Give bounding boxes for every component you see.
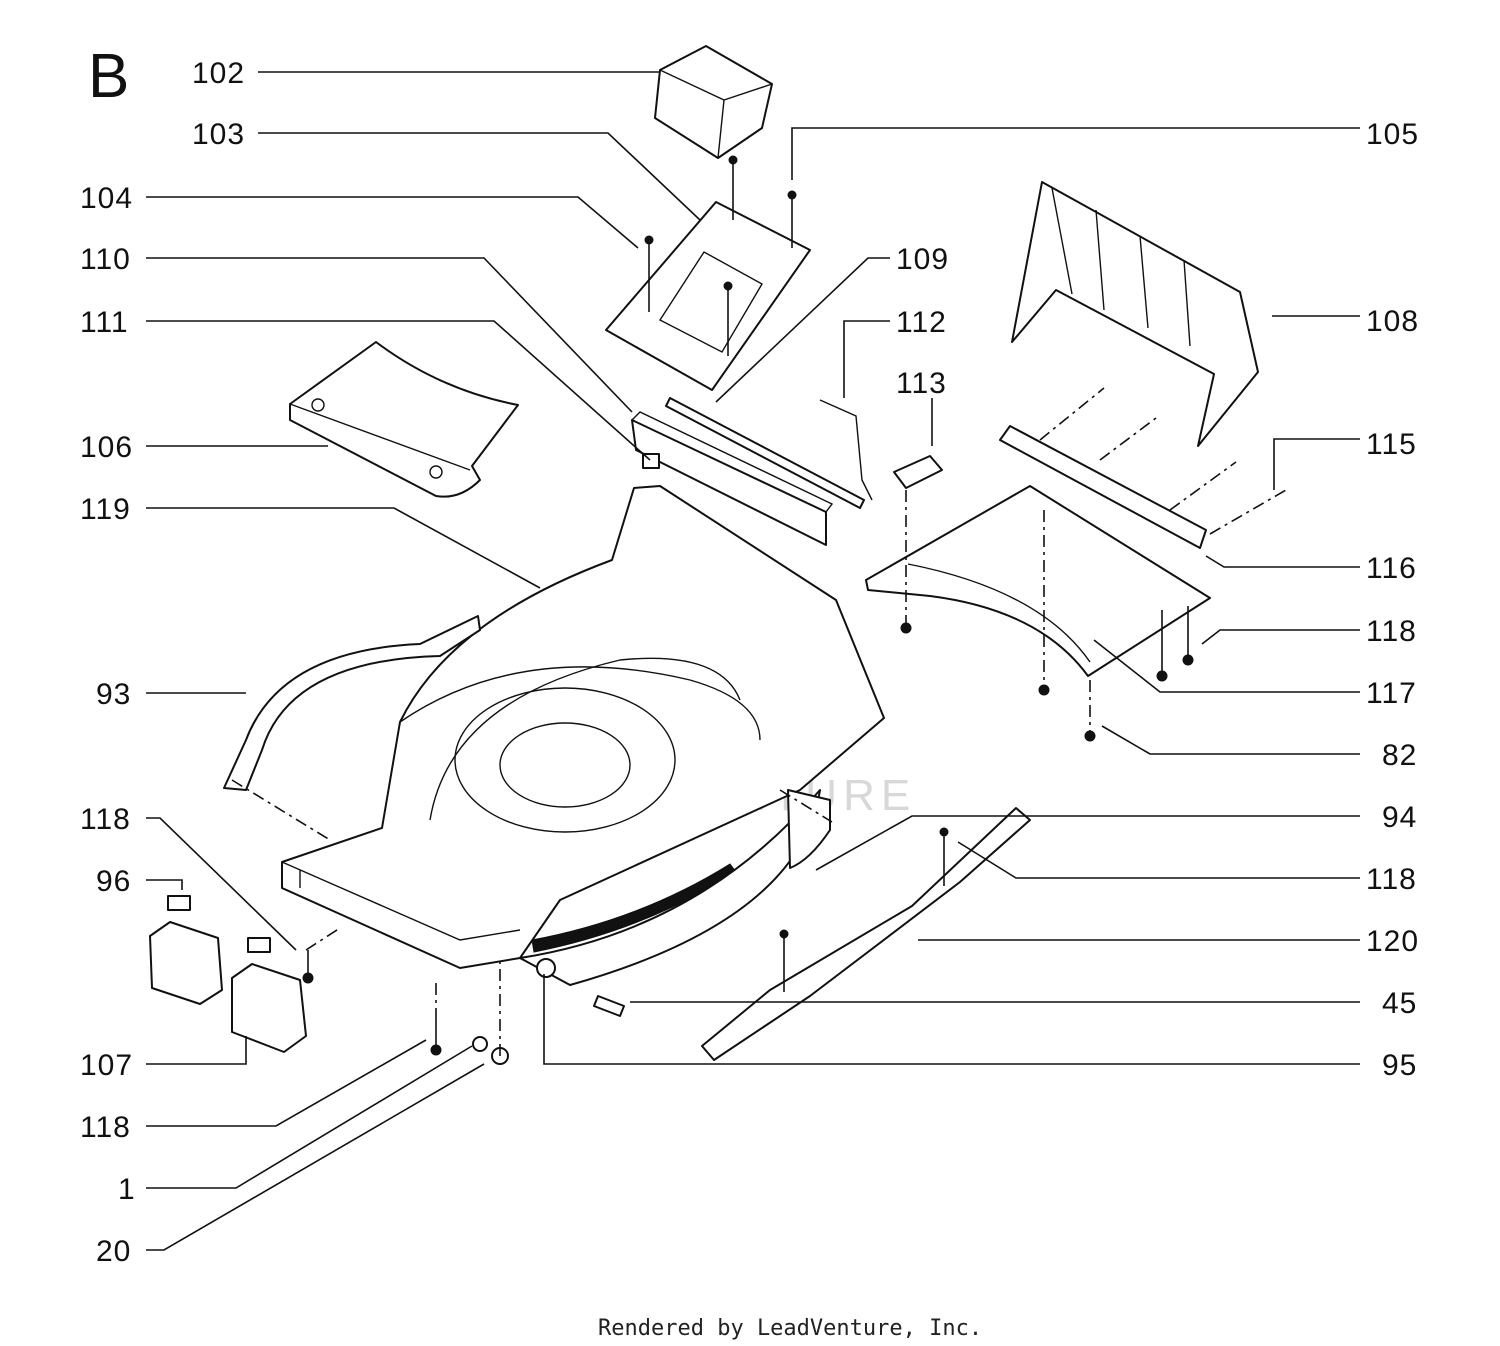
callout-119: 119 [80, 493, 131, 526]
callout-94: 94 [1382, 801, 1417, 834]
callout-110: 110 [80, 243, 131, 276]
part-116-strip [999, 425, 1207, 549]
callout-113: 113 [896, 367, 947, 400]
callout-106: 106 [80, 431, 133, 464]
part-105-screws [728, 155, 797, 248]
callout-105: 105 [1366, 118, 1419, 151]
callout-115: 115 [1366, 428, 1417, 461]
callout-118-left-top: 118 [80, 803, 131, 836]
part-119-deck [281, 485, 885, 986]
part-112-spring [819, 399, 873, 501]
part-109-rod [665, 397, 865, 509]
callout-118-right-top: 118 [1366, 615, 1417, 648]
callout-117: 117 [1366, 677, 1417, 710]
callout-112: 112 [896, 306, 947, 339]
section-letter: B [88, 42, 129, 111]
part-hardware-deck [302, 950, 625, 1065]
part-107-covers [149, 921, 307, 1053]
part-115-pins [1039, 387, 1287, 535]
callout-102: 102 [192, 57, 245, 90]
callout-82: 82 [1382, 739, 1417, 772]
callout-116: 116 [1366, 552, 1417, 585]
callout-107: 107 [80, 1049, 133, 1082]
callout-120: 120 [1366, 925, 1419, 958]
part-chute-screws [900, 490, 1194, 742]
callout-108: 108 [1366, 305, 1419, 338]
part-93-flap [223, 615, 481, 791]
callout-111: 111 [80, 306, 129, 339]
callout-96: 96 [96, 865, 131, 898]
footer-credit: Rendered by LeadVenture, Inc. [598, 1316, 982, 1341]
part-120-blade [701, 807, 1031, 1061]
part-113-bracket [893, 455, 943, 489]
part-103-bracket [605, 201, 811, 391]
callout-20: 20 [96, 1235, 131, 1268]
part-110-rail [631, 411, 834, 546]
callout-1: 1 [118, 1173, 136, 1206]
callout-93: 93 [96, 678, 131, 711]
callout-labels: 102 103 104 110 111 106 119 93 118 96 10… [80, 57, 1419, 1268]
callout-118-left-bottom: 118 [80, 1111, 131, 1144]
callout-109: 109 [896, 243, 949, 276]
part-104-screws [644, 235, 733, 356]
callout-95: 95 [1382, 1049, 1417, 1082]
assembly-lines [231, 779, 833, 1056]
callout-103: 103 [192, 118, 245, 151]
callout-45: 45 [1382, 987, 1417, 1020]
leader-lines [146, 71, 1360, 1251]
part-117-chute [865, 485, 1211, 677]
callout-118-right-bottom: 118 [1366, 863, 1417, 896]
part-96-nuts [167, 895, 271, 953]
part-94-guard [787, 789, 831, 869]
part-108-grass-guard [1011, 181, 1259, 447]
part-102-cover [654, 45, 773, 159]
callout-104: 104 [80, 182, 133, 215]
part-106-plate [289, 341, 519, 498]
